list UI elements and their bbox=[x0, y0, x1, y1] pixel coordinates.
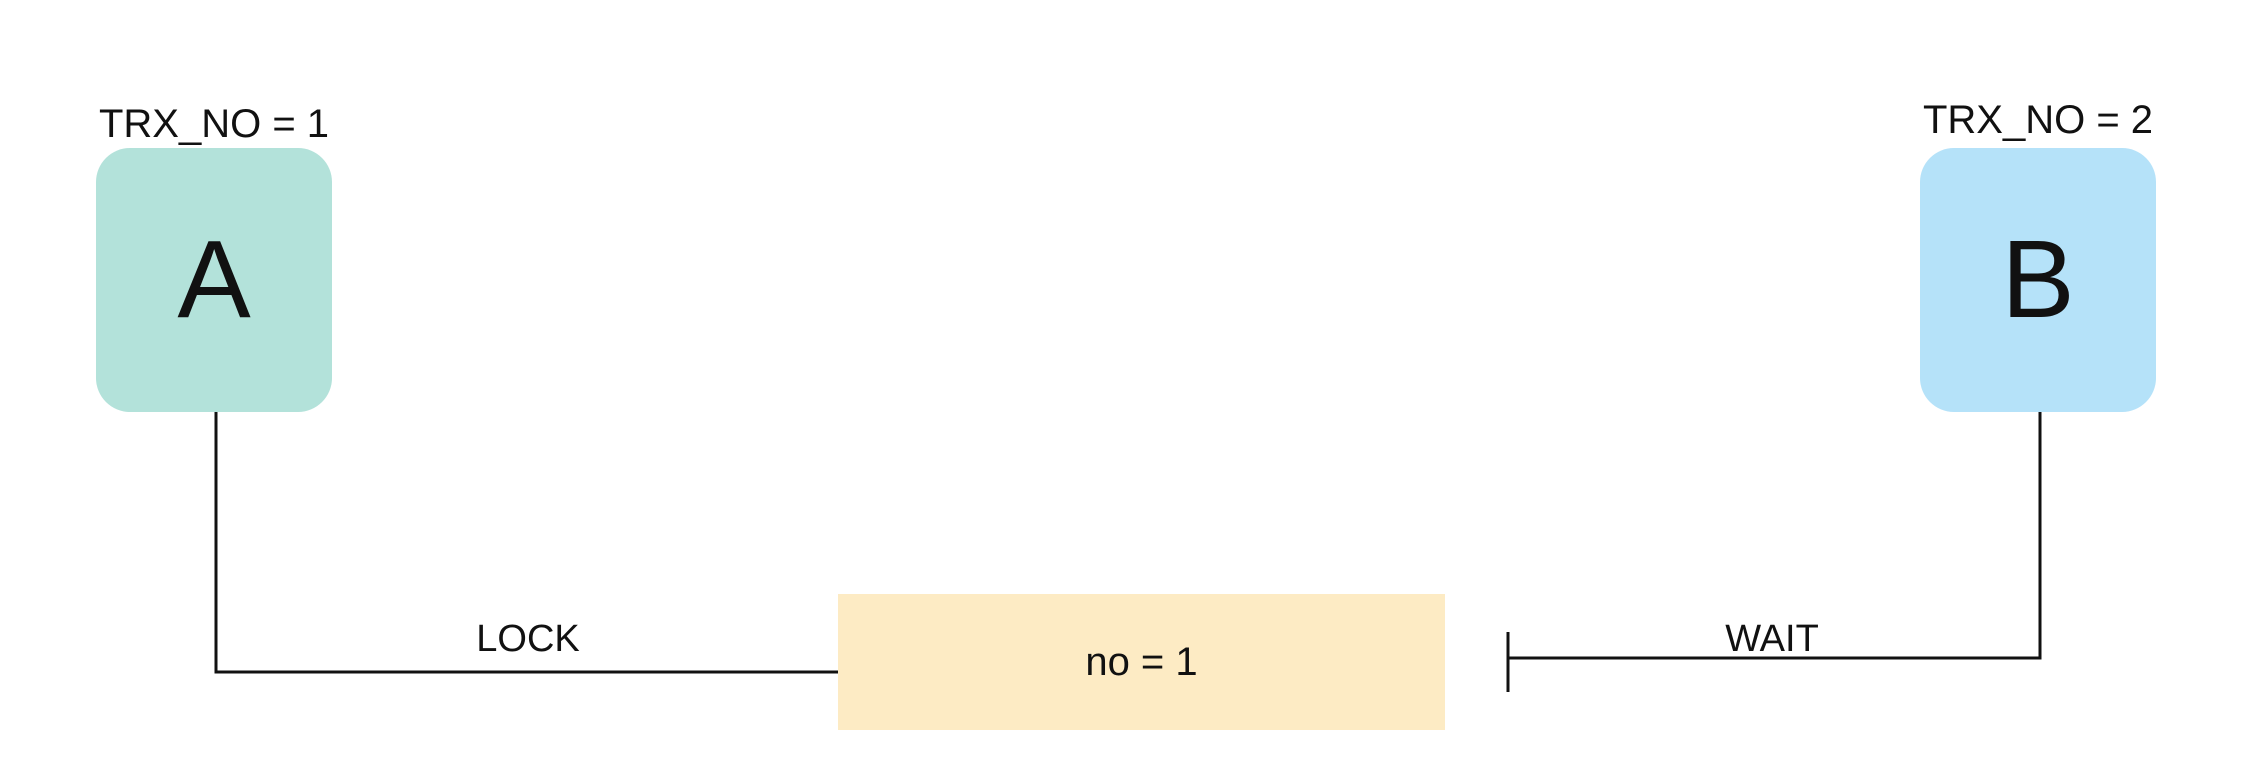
resource-box: no = 1 bbox=[838, 594, 1445, 730]
transaction-b-name: B bbox=[2001, 218, 2075, 341]
transaction-a-name: A bbox=[177, 218, 251, 341]
wait-edge-label: WAIT bbox=[1725, 618, 1819, 660]
resource-label: no = 1 bbox=[1085, 639, 1198, 684]
transaction-b-label: TRX_NO = 2 bbox=[1922, 98, 2154, 142]
transaction-a-node: A bbox=[96, 148, 332, 412]
lock-edge bbox=[214, 412, 838, 674]
lock-edge-label: LOCK bbox=[476, 618, 580, 660]
transaction-a-label: TRX_NO = 1 bbox=[98, 102, 330, 146]
wait-edge bbox=[1508, 410, 2042, 660]
transaction-b-node: B bbox=[1920, 148, 2156, 412]
